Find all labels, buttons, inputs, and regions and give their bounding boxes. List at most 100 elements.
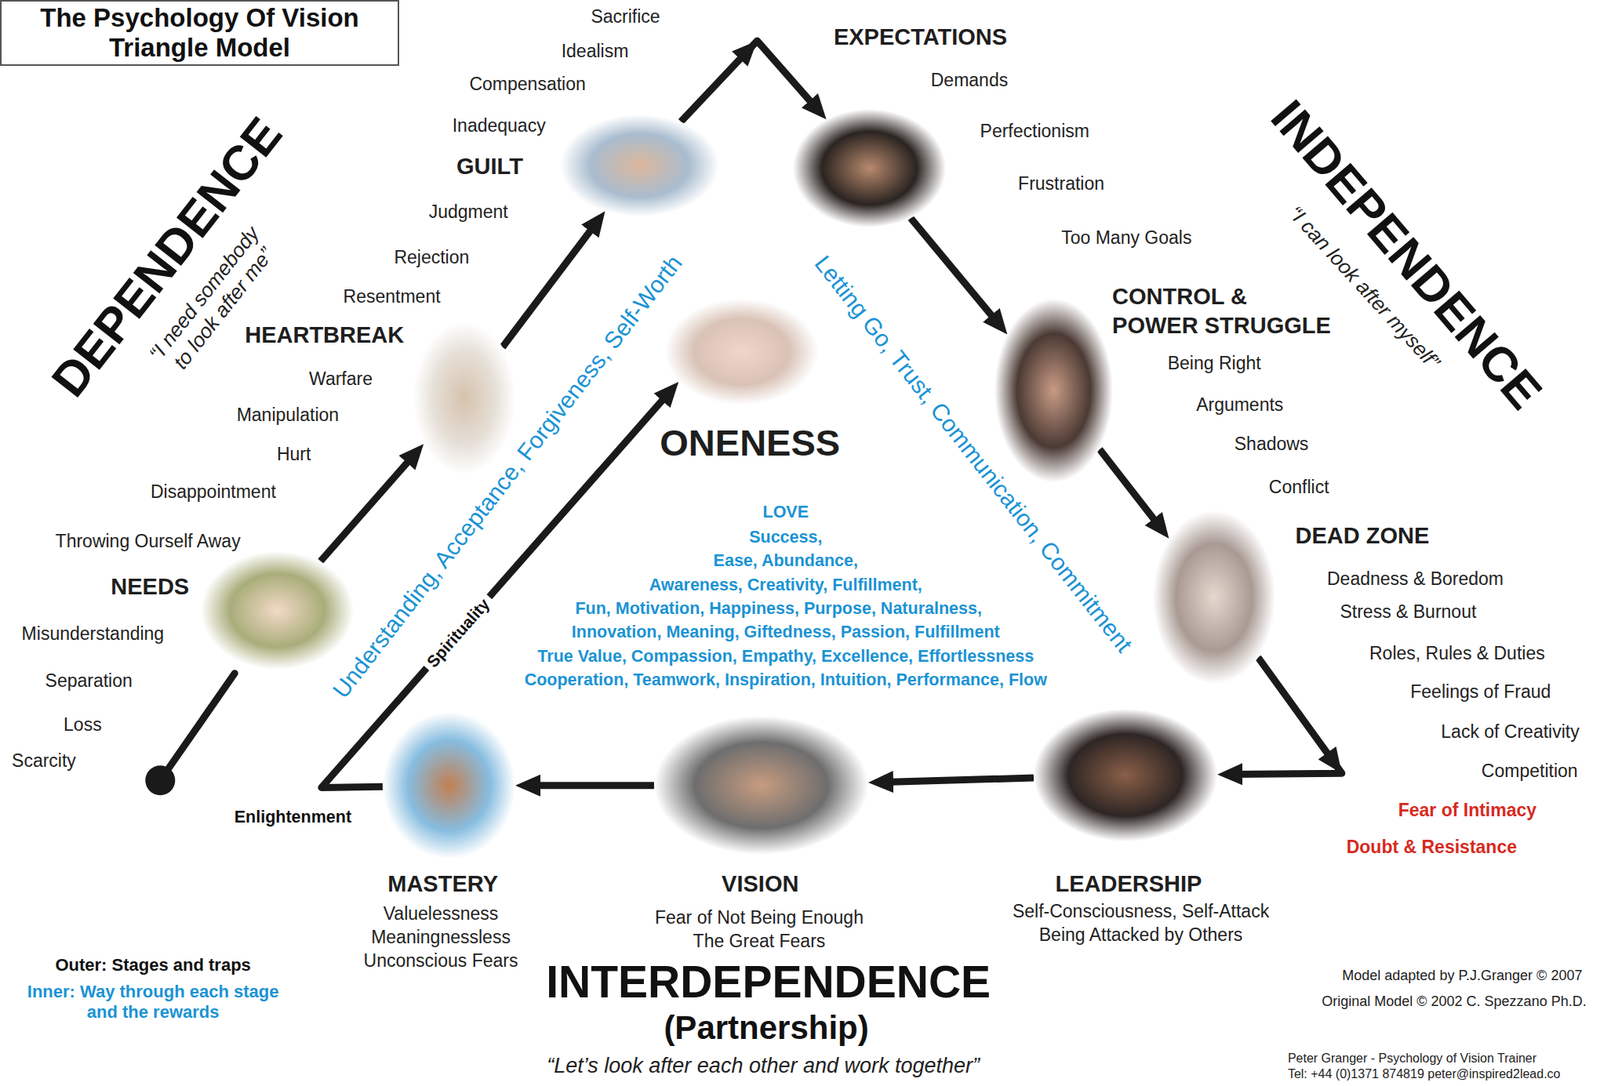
photo-ellipse xyxy=(994,298,1113,483)
trap-word: Compensation xyxy=(469,73,586,96)
trap-word: Sacrifice xyxy=(590,6,660,29)
trap-word: Roles, Rules & Duties xyxy=(1369,643,1546,666)
photo-ellipse xyxy=(792,109,946,228)
photo-ellipse xyxy=(654,716,869,855)
photo-ellipse-fill xyxy=(792,109,946,228)
stage-heading: MASTERY xyxy=(387,869,499,899)
trap-word: Self-Consciousness, Self-Attack xyxy=(1012,901,1270,924)
photo-ellipse xyxy=(1152,510,1276,684)
warning-trap: Doubt & Resistance xyxy=(1346,836,1517,859)
trap-word: Inadequacy xyxy=(452,116,546,139)
photo-ellipse xyxy=(665,298,819,405)
trap-word: Valuelessness xyxy=(383,903,499,926)
stage-heading: CONTROL & POWER STRUGGLE xyxy=(1112,282,1335,340)
trap-word: Outer: Stages and traps xyxy=(54,955,251,976)
stage-group-title: INDEPENDENCE xyxy=(1258,89,1554,422)
stage-photo: DEAD ZONE xyxy=(1152,510,1276,684)
trap-word: Being Attacked by Others xyxy=(1039,924,1244,947)
trap-word: Warfare xyxy=(309,368,373,391)
start-line xyxy=(160,673,235,782)
stage-arrow xyxy=(910,218,997,323)
trap-word: Demands xyxy=(930,69,1008,92)
start-dot xyxy=(145,765,175,796)
trap-word: Perfectionism xyxy=(980,120,1090,143)
reward-text: LOVE xyxy=(763,503,810,524)
trap-word: (Partnership) xyxy=(663,1011,869,1045)
stage-photo: ONENESS xyxy=(665,298,819,405)
photo-ellipse-fill xyxy=(1033,709,1218,842)
trap-word: Disappointment xyxy=(150,482,277,505)
reward-text: Cooperation, Teamwork, Inspiration, Intu… xyxy=(524,670,1048,691)
stage-heading: NEEDS xyxy=(110,572,190,601)
stage-arrow xyxy=(320,455,414,561)
trap-word: Too Many Goals xyxy=(1061,228,1192,251)
trap-word: Tel: +44 (0)1371 874819 peter@inspired2l… xyxy=(1287,1066,1561,1082)
photo-ellipse xyxy=(200,551,354,670)
stage-arrow xyxy=(883,778,1034,782)
reward-text: Success, xyxy=(749,527,822,549)
reward-text: True Value, Compassion, Empathy, Excelle… xyxy=(537,647,1034,668)
trap-word: “Let’s look after each other and work to… xyxy=(546,1054,980,1079)
photo-ellipse-fill xyxy=(994,298,1113,483)
trap-word: Spirituality xyxy=(419,590,497,675)
photo-ellipse-fill xyxy=(413,321,516,475)
trap-word: Idealism xyxy=(561,41,630,64)
trap-word: Unconscious Fears xyxy=(363,950,519,973)
trap-word: Peter Granger - Psychology of Vision Tra… xyxy=(1287,1051,1537,1067)
trap-word: Being Right xyxy=(1167,353,1262,376)
stage-arrow xyxy=(680,40,816,122)
stage-heading: DEAD ZONE xyxy=(1294,521,1430,550)
reward-text: Fun, Motivation, Happiness, Purpose, Nat… xyxy=(574,599,982,620)
trap-word: Hurt xyxy=(276,443,311,466)
photo-ellipse-fill xyxy=(200,551,354,670)
stage-photo: LEADERSHIP xyxy=(1033,709,1218,842)
trap-word: Loss xyxy=(63,714,102,737)
warning-trap: Fear of Intimacy xyxy=(1398,800,1537,823)
stage-photo: MASTERY xyxy=(382,712,516,859)
trap-word: Separation xyxy=(45,670,133,693)
trap-word: Throwing Ourself Away xyxy=(55,530,241,553)
trap-word: Resentment xyxy=(343,286,441,309)
photo-ellipse-fill xyxy=(560,114,720,217)
stage-photo: HEARTBREAK xyxy=(413,321,516,475)
photo-ellipse xyxy=(560,114,720,217)
photo-ellipse-fill xyxy=(1152,510,1276,684)
stage-heading: LEADERSHIP xyxy=(1054,869,1202,899)
reward-text: Innovation, Meaning, Giftedness, Passion… xyxy=(571,622,1000,644)
trap-word: Fear of Not Being Enough xyxy=(654,907,864,930)
photo-ellipse xyxy=(413,321,516,475)
photo-ellipse-fill xyxy=(654,716,869,855)
stage-heading: HEARTBREAK xyxy=(244,320,404,350)
trap-word: Conflict xyxy=(1269,476,1330,499)
trap-word: Enlightenment xyxy=(234,808,352,830)
stage-photo: NEEDS xyxy=(200,551,354,670)
stage-heading: EXPECTATIONS xyxy=(833,22,1008,51)
trap-word: Scarcity xyxy=(11,750,77,773)
trap-word: Feelings of Fraud xyxy=(1410,682,1551,705)
trap-word: Misunderstanding xyxy=(21,623,165,646)
stage-arrow xyxy=(530,781,655,790)
stage-arrow xyxy=(1232,657,1342,775)
stage-arrow xyxy=(502,223,597,347)
trap-word: Deadness & Boredom xyxy=(1327,568,1504,591)
trap-word: Frustration xyxy=(1018,174,1105,197)
trap-word: Lack of Creativity xyxy=(1440,721,1579,744)
photo-ellipse xyxy=(1033,709,1218,842)
photo-ellipse-fill xyxy=(382,712,516,859)
stage-heading: VISION xyxy=(721,869,799,899)
trap-word: Meaningnessless xyxy=(370,927,511,950)
trap-word: Shadows xyxy=(1234,433,1310,456)
stage-photo: EXPECTATIONS xyxy=(792,109,946,228)
stage-photo: VISION xyxy=(654,716,869,855)
trap-word: Judgment xyxy=(429,201,509,224)
reward-text: Awareness, Creativity, Fulfillment, xyxy=(649,575,923,597)
trap-word: Original Model © 2002 C. Spezzano Ph.D. xyxy=(1321,993,1586,1011)
reward-text: Inner: Way through each stage and the re… xyxy=(21,981,284,1023)
trap-word: Model adapted by P.J.Granger © 2007 xyxy=(1341,967,1582,986)
photo-ellipse xyxy=(382,712,516,859)
trap-word: Competition xyxy=(1481,760,1579,783)
reward-text: Ease, Abundance, xyxy=(713,551,859,572)
trap-word: The Great Fears xyxy=(693,930,826,953)
trap-word: Arguments xyxy=(1196,394,1284,417)
